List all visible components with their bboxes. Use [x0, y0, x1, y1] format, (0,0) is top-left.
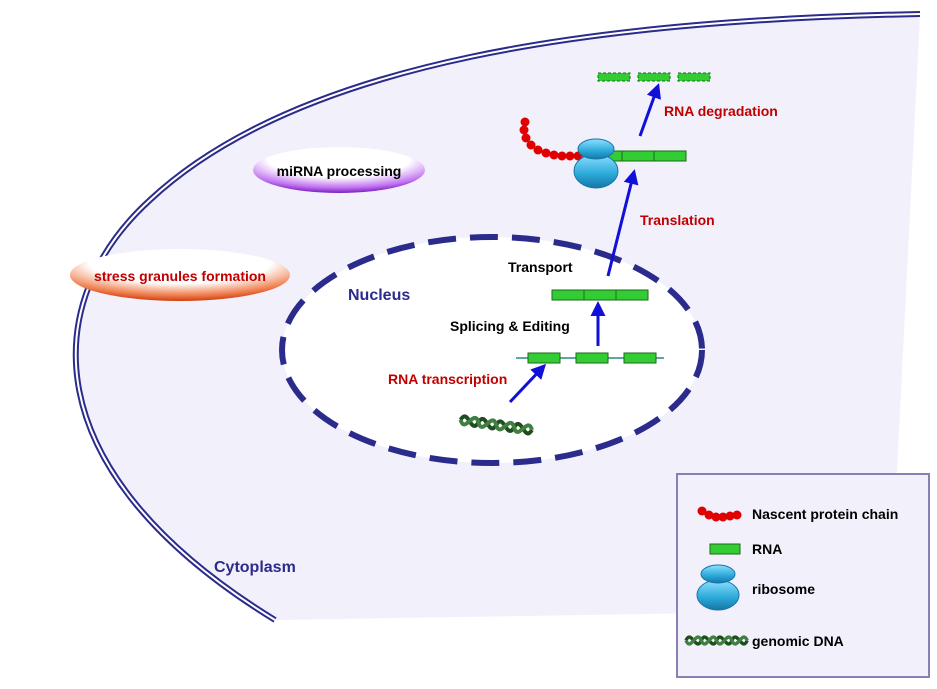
pre-mrna	[516, 352, 664, 364]
legend: Nascent protein chain RNA ribosome genom…	[676, 473, 930, 678]
nucleus-label: Nucleus	[348, 287, 410, 304]
legend-rna-label: RNA	[752, 541, 783, 557]
translation-arrow	[606, 169, 639, 277]
cytoplasm-label: Cytoplasm	[214, 559, 296, 576]
stress-granules-oval	[70, 249, 290, 301]
legend-icons	[684, 506, 749, 646]
rna-degradation-label: RNA degradation	[664, 103, 778, 119]
legend-dna-label: genomic DNA	[752, 633, 844, 649]
legend-protein-icon	[697, 506, 742, 522]
transcription-arrow	[508, 363, 547, 404]
stress-granules-label: stress granules formation	[94, 268, 266, 284]
legend-dna-icon	[684, 635, 749, 646]
legend-ribosome-icon	[696, 564, 740, 611]
mature-mrna	[551, 289, 649, 301]
rna-transcription-label: RNA transcription	[388, 371, 507, 387]
legend-protein-label: Nascent protein chain	[752, 506, 899, 522]
translation-label: Translation	[640, 212, 715, 228]
degradation-arrow	[638, 83, 661, 137]
mirna-processing-oval	[253, 147, 425, 193]
legend-ribosome-label: ribosome	[752, 581, 816, 597]
degraded-rna-fragments	[597, 72, 711, 82]
splicing-editing-label: Splicing & Editing	[450, 318, 570, 334]
cell-membrane-inner	[74, 13, 921, 621]
transport-label: Transport	[508, 259, 573, 275]
ribosome-icon	[573, 138, 619, 189]
mirna-processing-label: miRNA processing	[277, 163, 402, 179]
legend-rna-icon	[709, 543, 741, 555]
nascent-protein-chain	[519, 117, 583, 161]
